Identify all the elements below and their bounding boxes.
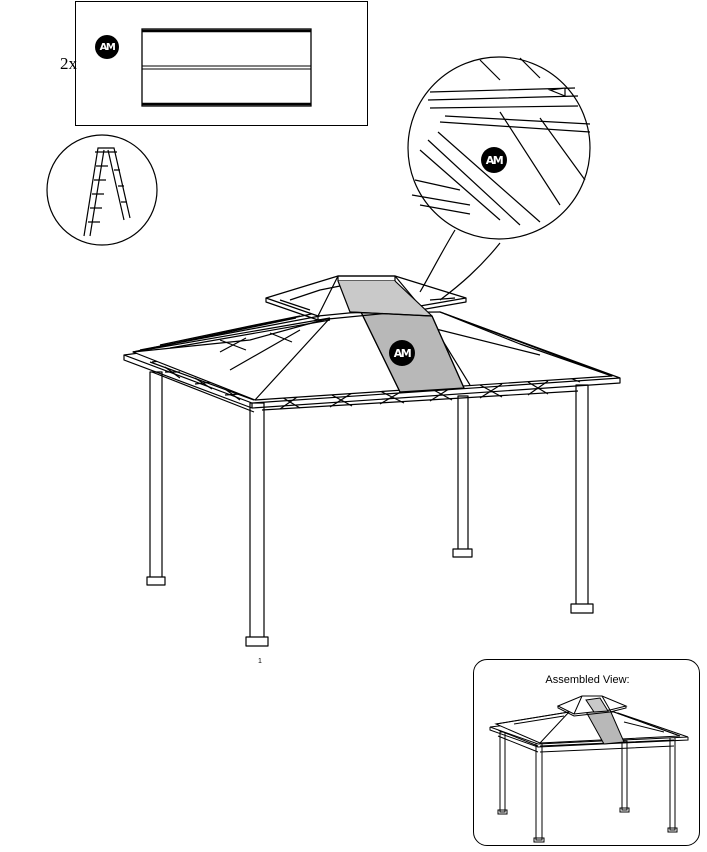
- gazebo-post-front-right: [570, 384, 594, 614]
- detail-callout-lines: [419, 229, 501, 301]
- ladder-illustration: [46, 134, 158, 246]
- assembled-gazebo-drawing: [489, 695, 689, 843]
- parts-box: [75, 1, 368, 126]
- roof-panel-part: [141, 28, 312, 107]
- part-code-badge: AM: [95, 35, 119, 59]
- assembled-view-box: Assembled View:: [473, 659, 700, 846]
- part-quantity: 2x: [60, 54, 77, 73]
- main-code-badge: AM: [389, 340, 415, 366]
- assembled-view-label: Assembled View:: [545, 674, 630, 686]
- gazebo-lower-roof: [132, 311, 613, 401]
- gazebo-post-back-left: [146, 371, 166, 586]
- detail-code-badge: AM: [481, 147, 507, 173]
- small-marker: 1: [258, 658, 262, 665]
- gazebo-post-back-right: [452, 395, 473, 558]
- gazebo-upper-roof: [265, 275, 467, 321]
- gazebo-post-front-left: [245, 402, 269, 647]
